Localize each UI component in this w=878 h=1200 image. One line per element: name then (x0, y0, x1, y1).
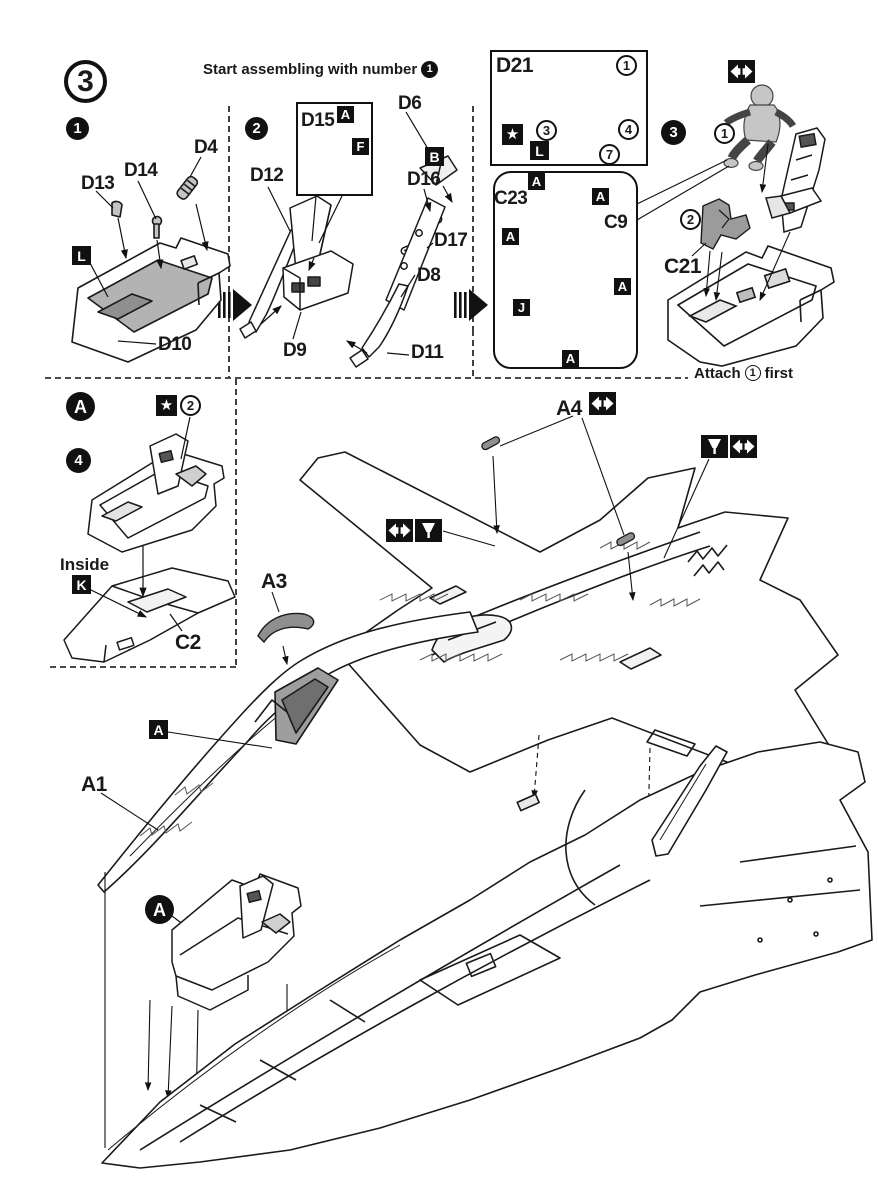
substep-4-badge: 4 (66, 448, 91, 473)
part-label-d9: D9 (283, 340, 307, 361)
paint-label-a-sill: A (149, 720, 168, 739)
lower-fuselage-drawing (101, 741, 873, 1169)
part-label-d12: D12 (250, 165, 284, 186)
section-dividers (45, 106, 688, 668)
part-label-a4: A4 (556, 397, 582, 420)
paint-label-a-arm: A (502, 228, 519, 245)
substep-2-badge: 2 (245, 117, 268, 140)
boxa-callout-2: 2 (180, 395, 201, 416)
part-label-d13: D13 (81, 173, 115, 194)
part-label-c2: C2 (175, 631, 201, 654)
part-label-d6: D6 (398, 93, 422, 114)
part-label-c9: C9 (604, 212, 628, 233)
step3-drawing (667, 84, 835, 367)
assembly-a-badge-main: A (145, 895, 174, 924)
part-label-d8: D8 (417, 265, 441, 286)
inside-label: Inside (60, 555, 110, 574)
star-icon: ★ (502, 124, 523, 145)
both-sides-arrows-icon-right (730, 435, 757, 458)
pilot-paint-box (493, 171, 638, 369)
part-label-c23: C23 (494, 188, 528, 209)
attach-note-post: first (764, 364, 794, 382)
paint-label-l: L (72, 246, 91, 265)
part-label-a3: A3 (261, 570, 287, 593)
paint-label-a-strap: A (592, 188, 609, 205)
flow-arrow-1 (218, 289, 252, 321)
step-number-circle: 3 (64, 60, 107, 103)
step3-callout-1: 1 (714, 123, 735, 144)
paint-label-k: K (72, 575, 91, 594)
boxa-drawing (63, 433, 236, 663)
start-note: Start assembling with number 1 (203, 61, 439, 78)
ram-zigzag-lines (379, 541, 701, 662)
part-label-d11: D11 (411, 342, 444, 363)
step1-cockpit-tub-drawing (71, 175, 231, 363)
substep-3-badge: 3 (661, 120, 686, 145)
d21-callout-1: 1 (616, 55, 637, 76)
part-label-d21: D21 (496, 54, 534, 77)
paint-label-a-knee: A (614, 278, 631, 295)
boxa-leaders (88, 416, 191, 632)
paint-label-f: F (352, 138, 369, 155)
step3-leaders (636, 143, 791, 302)
step3-callout-2: 2 (680, 209, 701, 230)
forward-zigzag-lines (139, 782, 214, 837)
attach-note-pre: Attach (694, 364, 741, 382)
paint-label-j: J (513, 299, 530, 316)
d21-callout-7: 7 (599, 144, 620, 165)
start-note-text: Start assembling with number (203, 61, 418, 78)
substep-1-badge: 1 (66, 117, 89, 140)
part-label-d14: D14 (124, 160, 158, 181)
paint-label-a-helmet: A (528, 173, 545, 190)
part-label-d4: D4 (194, 137, 218, 158)
paint-label-a-boots: A (562, 350, 579, 367)
paint-label-a-inset: A (337, 106, 354, 123)
d21-callout-4: 4 (618, 119, 639, 140)
attach-first-note: Attach 1 first (694, 365, 793, 381)
star-icon-boxa: ★ (156, 395, 177, 416)
part-label-d17: D17 (434, 230, 468, 251)
part-label-a1: A1 (81, 773, 107, 796)
part-label-d15: D15 (301, 110, 335, 131)
part-label-d16: D16 (407, 169, 441, 190)
part-label-c21: C21 (664, 255, 702, 278)
step2-leaders (260, 111, 453, 356)
a3-part-drawing (257, 612, 315, 644)
upper-fuselage-drawing (299, 451, 839, 789)
start-note-badge: 1 (421, 61, 439, 78)
both-sides-arrows-icon-a4 (589, 392, 616, 415)
paint-label-b: B (425, 147, 444, 166)
both-sides-arrows-icon (728, 60, 755, 83)
step1-leaders (89, 156, 209, 345)
glue-icon-left (415, 519, 442, 542)
cockpit-module-drawing (171, 873, 302, 1011)
both-sides-arrows-icon-left (386, 519, 413, 542)
attach-note-circle: 1 (744, 365, 761, 381)
d21-callout-3: 3 (536, 120, 557, 141)
part-label-d10: D10 (158, 334, 192, 355)
paint-label-l-d21: L (530, 141, 549, 160)
glue-icon-right (701, 435, 728, 458)
flow-arrow-2 (454, 289, 488, 321)
a4-parts-drawing (481, 436, 636, 547)
assembly-a-badge: A (66, 392, 95, 421)
forward-fuselage-drawing (97, 611, 479, 893)
